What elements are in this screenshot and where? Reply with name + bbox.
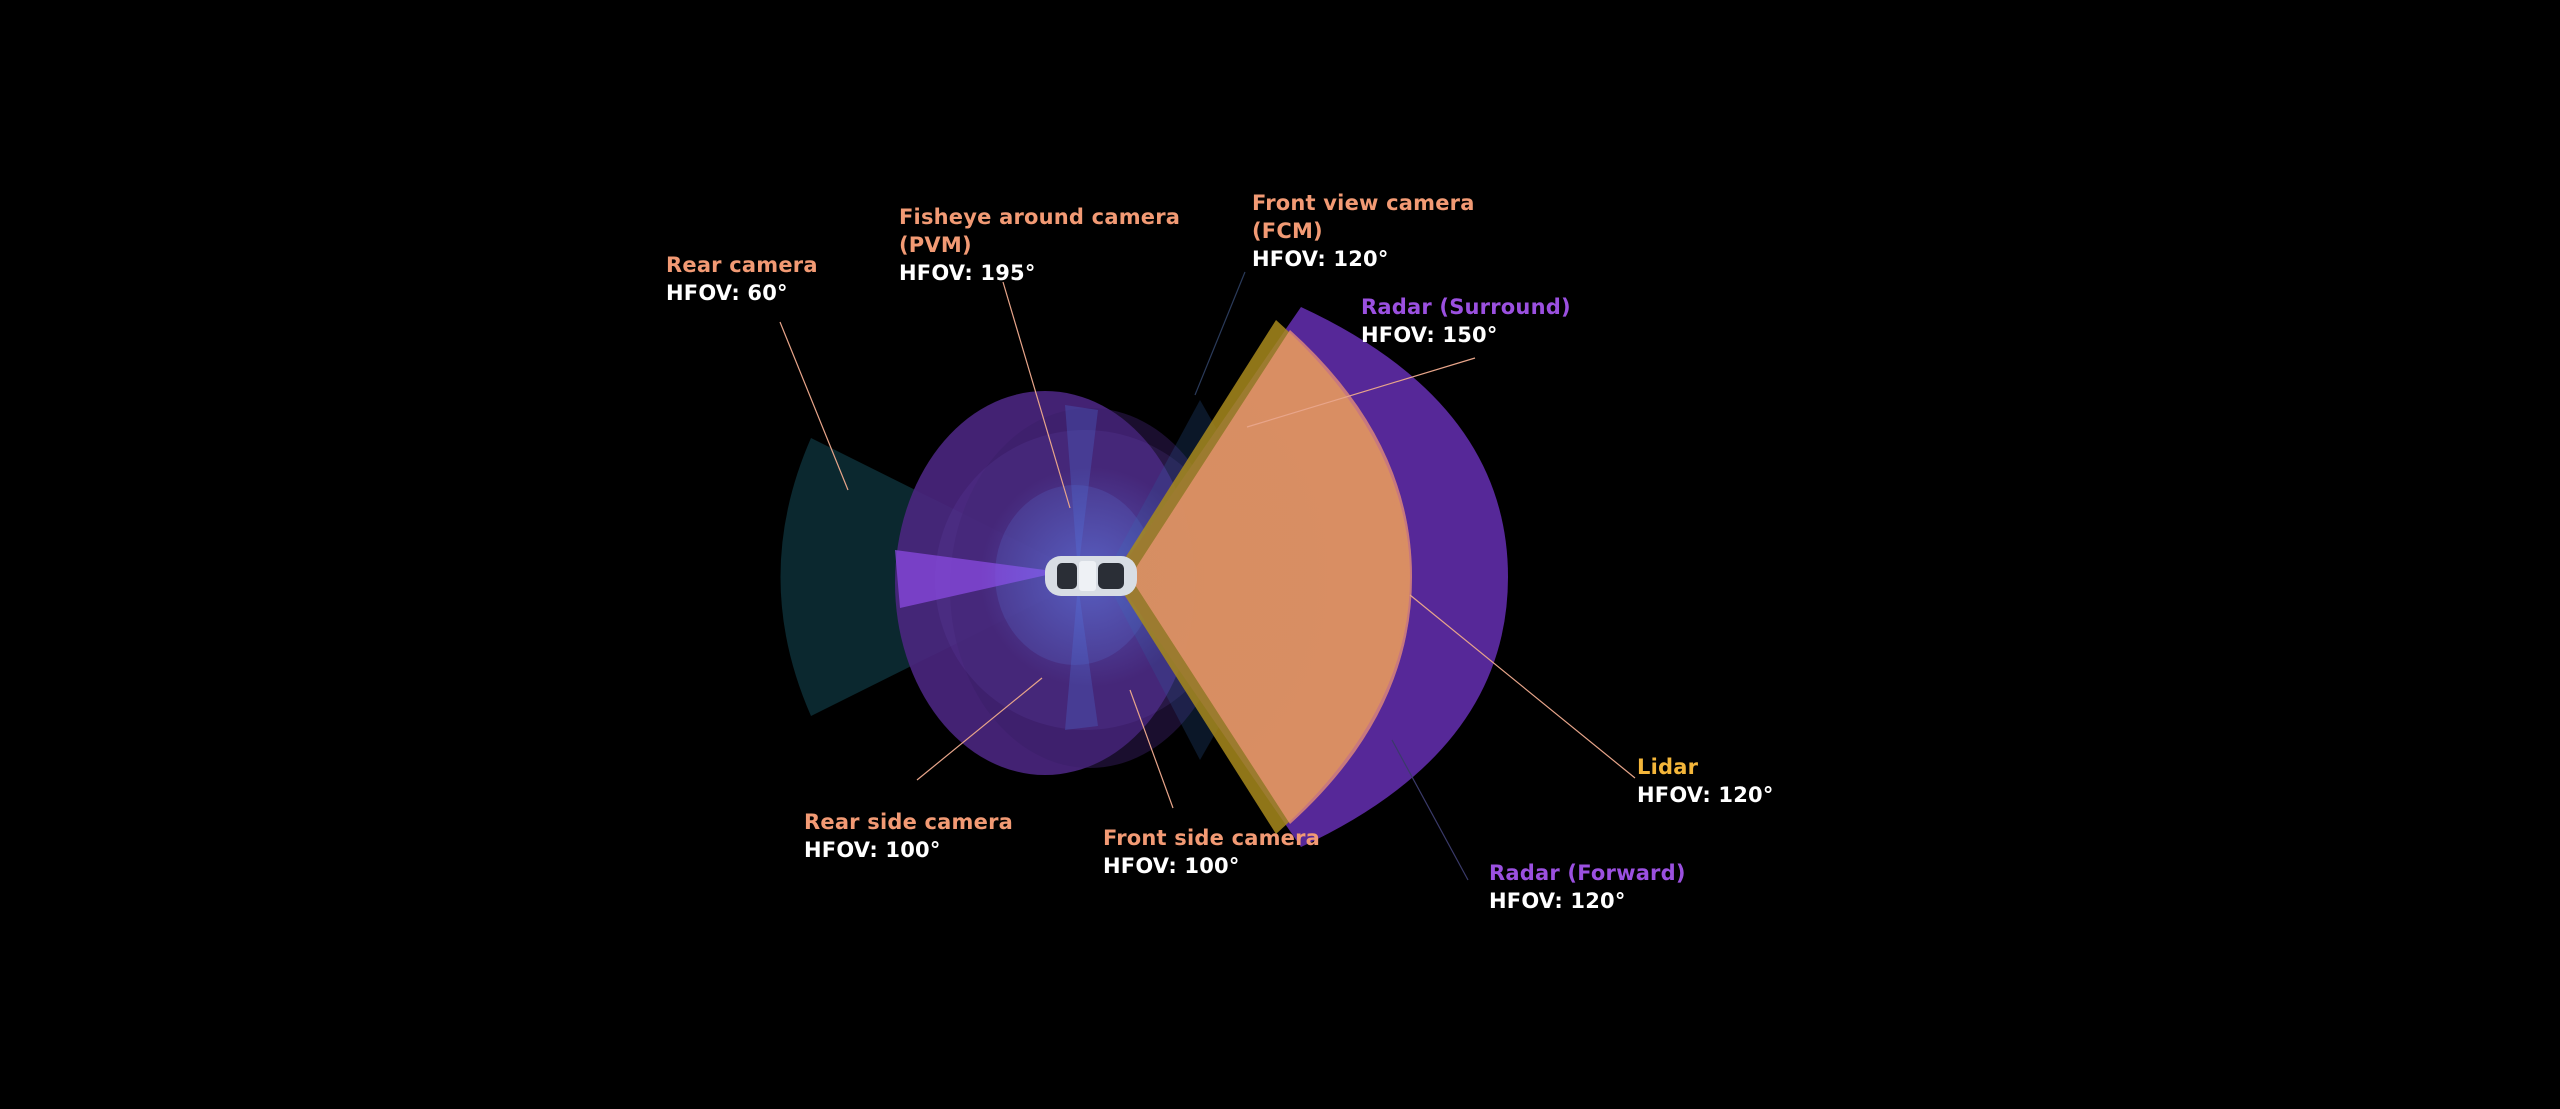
fisheye-pvm-label: Fisheye around camera (PVM) HFOV: 195°	[899, 203, 1180, 287]
radar-surround-name: Radar (Surround)	[1361, 295, 1571, 319]
fisheye-pvm-name-line1: Fisheye around camera	[899, 205, 1181, 229]
rear-side-camera-name: Rear side camera	[804, 810, 1014, 834]
front-side-camera-label: Front side camera HFOV: 100°	[1103, 824, 1320, 880]
front-view-camera-hfov: HFOV: 120°	[1252, 247, 1389, 271]
rear-radar-wedge	[895, 550, 1060, 608]
radar-forward-hfov: HFOV: 120°	[1489, 889, 1626, 913]
rear-camera-hfov: HFOV: 60°	[666, 281, 788, 305]
front-view-camera-name-line2: (FCM)	[1252, 219, 1323, 243]
rear-camera-name: Rear camera	[666, 253, 818, 277]
lidar-label: Lidar HFOV: 120°	[1637, 753, 1774, 809]
lidar-hfov: HFOV: 120°	[1637, 783, 1774, 807]
radar-surround-label: Radar (Surround) HFOV: 150°	[1361, 293, 1571, 349]
front-view-camera-label: Front view camera (FCM) HFOV: 120°	[1252, 189, 1475, 273]
front-side-camera-name: Front side camera	[1103, 826, 1321, 850]
lidar-name: Lidar	[1637, 755, 1699, 779]
front-side-camera-hfov: HFOV: 100°	[1103, 854, 1240, 878]
radar-forward-name: Radar (Forward)	[1489, 861, 1686, 885]
fisheye-pvm-name-line2: (PVM)	[899, 233, 972, 257]
leader-lines	[779, 271, 1636, 881]
radar-forward-label: Radar (Forward) HFOV: 120°	[1489, 859, 1686, 915]
car-top-view-icon	[1045, 556, 1137, 596]
lidar-fov	[1130, 330, 1412, 824]
radar-surround-hfov: HFOV: 150°	[1361, 323, 1498, 347]
front-view-camera-name-line1: Front view camera	[1252, 191, 1475, 215]
rear-camera-label: Rear camera HFOV: 60°	[666, 251, 818, 307]
rear-side-camera-label: Rear side camera HFOV: 100°	[804, 808, 1013, 864]
fisheye-pvm-hfov: HFOV: 195°	[899, 261, 1036, 285]
rear-side-camera-hfov: HFOV: 100°	[804, 838, 941, 862]
